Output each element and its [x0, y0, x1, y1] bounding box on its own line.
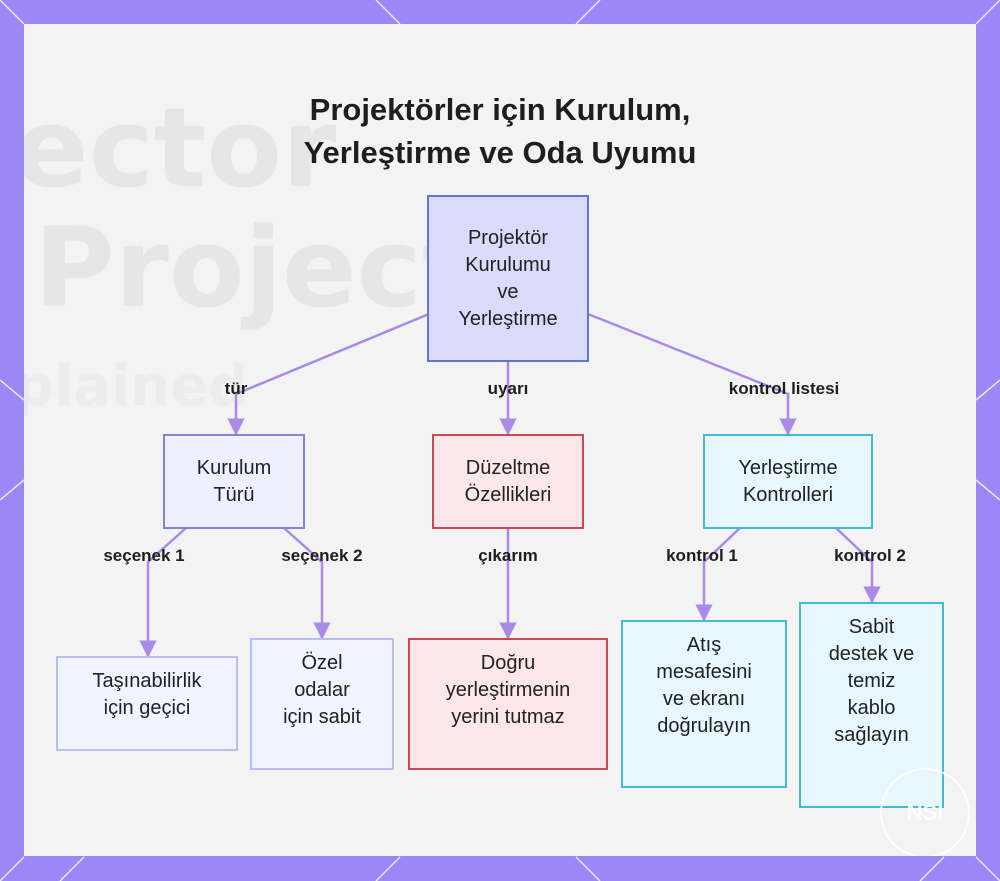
- node-root: Projektör Kurulumu ve Yerleştirme: [427, 195, 589, 362]
- edge-placement-throw: [695, 527, 741, 622]
- edge-label-cikarim: çıkarım: [478, 546, 538, 565]
- edge-root-placement: [587, 312, 797, 436]
- edge-placement-mount: [835, 527, 881, 604]
- logo-badge: NSI: [880, 768, 970, 856]
- edge-label-secenek-1: seçenek 1: [103, 546, 185, 565]
- node-fixed: Özel odalar için sabit: [250, 638, 394, 770]
- edge-label-uyari: uyarı: [487, 379, 529, 398]
- edge-label-kontrol-2: kontrol 2: [834, 546, 906, 565]
- edge-label-secenek-2: seçenek 2: [281, 546, 363, 565]
- node-portable: Taşınabilirlik için geçici: [56, 656, 238, 751]
- node-no-replace: Doğru yerleştirmenin yerini tutmaz: [408, 638, 608, 770]
- edge-setup-portable: [139, 527, 187, 658]
- node-placement-controls: Yerleştirme Kontrolleri: [703, 434, 873, 529]
- background-watermark-3: plained: [24, 354, 249, 419]
- node-correction-features: Düzeltme Özellikleri: [432, 434, 584, 529]
- node-mount-cable: Sabit destek ve temiz kablo sağlayın: [799, 602, 944, 808]
- diagram-title: Projektörler için Kurulum, Yerleştirme v…: [24, 88, 976, 175]
- edge-setup-fixed: [283, 527, 331, 640]
- title-line-2: Yerleştirme ve Oda Uyumu: [303, 135, 697, 171]
- edge-label-kontrol-listesi: kontrol listesi: [728, 379, 840, 398]
- title-line-1: Projektörler için Kurulum,: [309, 92, 691, 127]
- connector-lines: [139, 312, 881, 658]
- node-setup-type: Kurulum Türü: [163, 434, 305, 529]
- node-throw-distance: Atış mesafesini ve ekranı doğrulayın: [621, 620, 787, 788]
- edge-root-setup: [227, 312, 430, 436]
- background-watermark-1: ector: [24, 84, 337, 212]
- diagram-card: ector Projecto plained Projektörler için…: [24, 24, 976, 856]
- edge-label-tur: tür: [224, 379, 248, 398]
- edge-label-kontrol-1: kontrol 1: [666, 546, 738, 565]
